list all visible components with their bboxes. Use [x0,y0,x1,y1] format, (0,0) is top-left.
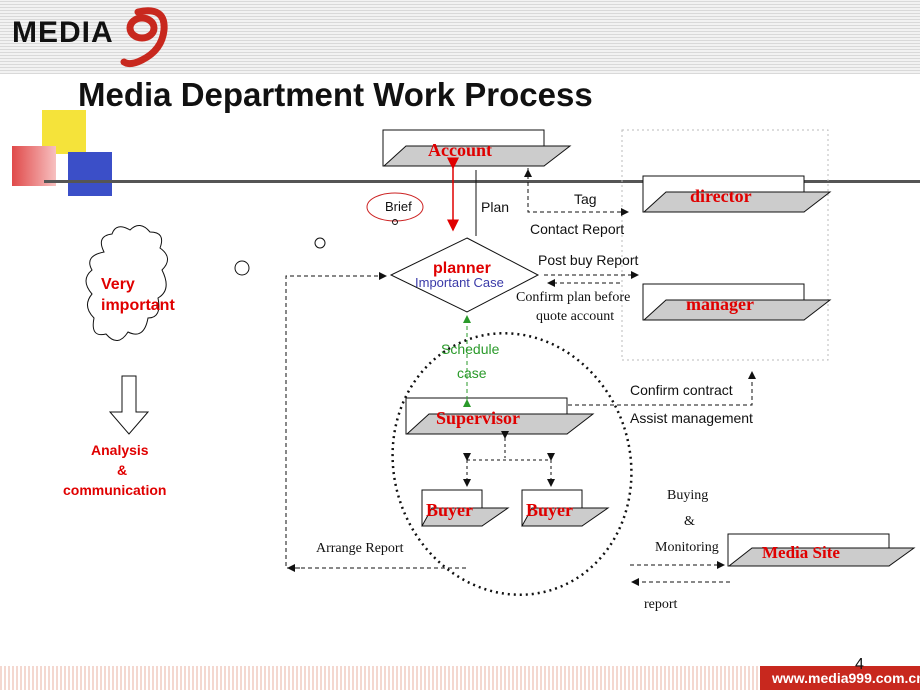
deco-red-square [12,146,56,186]
supervisor-group-ellipse [391,332,633,596]
report-label: report [644,597,678,612]
buying-ampersand-label: & [684,514,695,529]
account-box [382,129,572,167]
important-case-label: Important Case [415,275,504,290]
footer-url-band [760,666,920,690]
planner-diamond [389,237,540,313]
confirm-plan-label-2: quote account [536,309,615,324]
analysis-label: Analysis [91,442,149,458]
buyer-right-label: Buyer [526,500,573,520]
schedule-label: Schedule [441,341,500,357]
buyer-left-label: Buyer [426,500,473,520]
manager-box [642,283,832,321]
case-label: case [457,365,487,381]
media-site-box [727,533,916,567]
planner-label: planner [433,260,491,277]
assist-management-label: Assist management [630,410,753,426]
down-arrow-icon [108,375,150,435]
brief-label: Brief [385,199,412,214]
brief-ellipse [366,192,424,222]
confirm-plan-label-1: Confirm plan before [516,290,631,305]
plan-label: Plan [481,199,510,215]
analysis-ampersand-label: & [117,462,128,478]
buyer-right-box [521,489,610,527]
buying-label: Buying [667,488,709,503]
logo-text: MEDIA [12,16,114,49]
small-circle [314,237,326,249]
very-label: Very [101,276,135,293]
tag-label: Tag [574,191,597,207]
medium-circle [234,260,250,276]
important-label: important [101,297,175,314]
buyer-left-box [421,489,510,527]
monitoring-label: Monitoring [655,540,719,555]
footer-url: www.media999.com.cn [772,670,920,686]
post-buy-report-label: Post buy Report [538,252,639,268]
contact-report-label: Contact Report [530,221,625,237]
director-label: director [690,186,752,206]
confirm-contract-label: Confirm contract [630,382,733,398]
account-label: Account [428,140,492,160]
page-number: 4 [855,656,864,673]
manager-label: manager [686,294,754,314]
page-title: Media Department Work Process [78,76,593,113]
arrange-report-label: Arrange Report [316,541,404,556]
deco-blue-square [68,152,112,196]
communication-label: communication [63,482,167,498]
management-region [621,129,829,361]
director-box [642,175,832,213]
media-site-label: Media Site [762,543,840,562]
cloud-shape [85,225,168,341]
title-underline [44,180,920,183]
supervisor-label: Supervisor [436,408,521,428]
logo-mark-icon [120,7,168,68]
supervisor-box [405,397,595,435]
